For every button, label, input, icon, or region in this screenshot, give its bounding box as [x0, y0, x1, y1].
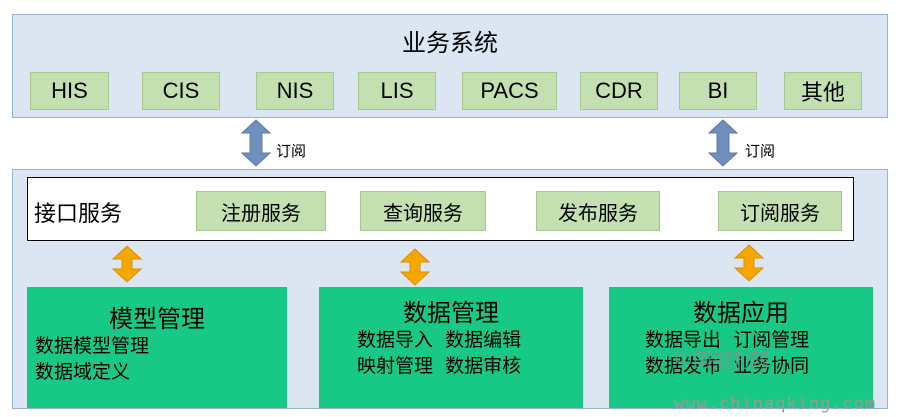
subscribe-arrow-right-icon	[707, 119, 739, 167]
service-publish: 发布服务	[536, 191, 660, 231]
module-data-mgmt-line-2: 映射管理 数据审核	[357, 355, 522, 377]
service-subscribe: 订阅服务	[718, 191, 842, 231]
module-model-management: 模型管理 数据模型管理 数据域定义	[27, 287, 287, 408]
system-his: HIS	[30, 72, 109, 110]
system-cis: CIS	[142, 72, 220, 110]
module-data-app-line-2: 数据发布 业务协同	[645, 355, 810, 377]
module-data-application: 数据应用 数据导出 订阅管理 数据发布 业务协同	[609, 287, 873, 408]
module-model-line-2: 数据域定义	[35, 361, 131, 383]
subscribe-arrow-left-icon	[240, 119, 272, 167]
system-cdr: CDR	[580, 72, 658, 110]
system-pacs: PACS	[462, 72, 557, 110]
system-lis: LIS	[358, 72, 436, 110]
link-arrow-data-mgmt-icon	[400, 248, 430, 286]
link-arrow-data-app-icon	[734, 244, 764, 282]
interface-service-title: 接口服务	[34, 202, 123, 227]
module-data-app-line-1: 数据导出 订阅管理	[645, 329, 810, 351]
system-other: 其他	[784, 72, 862, 110]
subscribe-label-right: 订阅	[745, 142, 776, 160]
business-systems-title: 业务系统	[402, 29, 498, 57]
module-model-title: 模型管理	[109, 305, 205, 333]
link-arrow-model-icon	[112, 245, 142, 283]
module-model-line-1: 数据模型管理	[35, 335, 150, 357]
module-data-mgmt-title: 数据管理	[403, 299, 499, 327]
module-data-mgmt-line-1: 数据导入 数据编辑	[357, 329, 522, 351]
module-data-app-title: 数据应用	[693, 299, 789, 327]
system-nis: NIS	[256, 72, 334, 110]
watermark-cn: 中国期刊网	[674, 350, 770, 372]
module-data-management: 数据管理 数据导入 数据编辑 映射管理 数据审核	[319, 287, 583, 408]
subscribe-label-left: 订阅	[276, 142, 307, 160]
system-bi: BI	[679, 72, 757, 110]
service-register: 注册服务	[196, 191, 326, 231]
watermark-url: www.chinaqking.com	[674, 394, 877, 414]
service-query: 查询服务	[360, 191, 486, 231]
